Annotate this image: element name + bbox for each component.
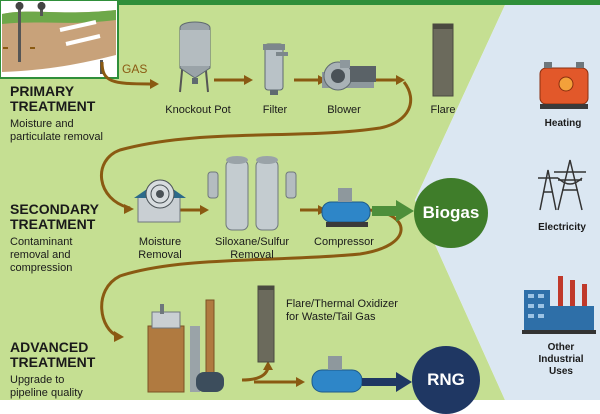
flare-oxidizer-line1: Flare/Thermal Oxidizer — [286, 298, 398, 310]
siloxane-sulfur-vessels-icon — [207, 156, 297, 231]
secondary-desc-line2: removal and — [10, 249, 71, 261]
siloxane-sulfur-label: Siloxane/Sulfur Removal — [200, 236, 304, 262]
thermal-oxidizer-icon — [257, 285, 275, 363]
compressor-label: Compressor — [314, 236, 374, 248]
primary-treatment-desc: Moisture and particulate removal — [10, 118, 103, 144]
blower-label: Blower — [327, 104, 361, 116]
blower-icon — [322, 60, 376, 91]
other-uses-line3: Uses — [549, 366, 573, 377]
heating-label: Heating — [544, 118, 582, 129]
biogas-output-badge: Biogas — [414, 178, 488, 248]
advanced-desc-line1: Upgrade to — [10, 374, 65, 386]
moisture-removal-line2: Removal — [138, 249, 182, 261]
treatment-panel — [0, 5, 505, 400]
flare-oxidizer-label: Flare/Thermal Oxidizer for Waste/Tail Ga… — [286, 298, 426, 324]
secondary-desc-line1: Contaminant — [10, 236, 73, 248]
secondary-title-line1: SECONDARY — [10, 201, 99, 217]
electricity-label: Electricity — [538, 222, 586, 233]
gas-label: GAS — [122, 62, 148, 76]
flare-label: Flare — [430, 104, 456, 116]
advanced-treatment-desc: Upgrade to pipeline quality — [10, 374, 83, 400]
output-arrows — [362, 200, 414, 392]
flare-oxidizer-line2: for Waste/Tail Gas — [286, 311, 376, 323]
filter-label: Filter — [262, 104, 288, 116]
advanced-title-line1: ADVANCED — [10, 339, 89, 355]
siloxane-line2: Removal — [230, 249, 274, 261]
siloxane-line1: Siloxane/Sulfur — [215, 236, 289, 248]
upgrade-system-icon — [147, 299, 224, 393]
boiler-heating-icon — [539, 62, 589, 109]
advanced-desc-line2: pipeline quality — [10, 387, 83, 399]
factory-industrial-icon — [522, 276, 596, 334]
primary-title-line1: PRIMARY — [10, 83, 75, 99]
secondary-treatment-title: SECONDARY TREATMENT — [10, 202, 99, 232]
moisture-removal-line1: Moisture — [138, 236, 182, 248]
header-bar — [0, 0, 600, 5]
flare-stack-icon — [432, 23, 454, 97]
secondary-title-line2: TREATMENT — [10, 216, 96, 232]
other-industrial-uses-label: Other Industrial Uses — [526, 342, 596, 378]
other-uses-line2: Industrial — [538, 354, 584, 365]
moisture-removal-icon — [134, 179, 186, 223]
primary-desc-line2: particulate removal — [10, 131, 103, 143]
primary-treatment-title: PRIMARY TREATMENT — [10, 84, 95, 114]
knockout-pot-label: Knockout Pot — [165, 104, 231, 116]
rng-output-badge: RNG — [412, 346, 480, 414]
advanced-title-line2: TREATMENT — [10, 354, 96, 370]
advanced-treatment-title: ADVANCED TREATMENT — [10, 340, 95, 370]
landfill-icon — [0, 0, 119, 79]
primary-desc-line1: Moisture and — [10, 118, 74, 130]
other-uses-line1: Other — [547, 342, 575, 353]
pipe-arrowheads — [114, 75, 405, 387]
secondary-treatment-desc: Contaminant removal and compression — [10, 236, 72, 275]
secondary-desc-line3: compression — [10, 262, 73, 274]
gas-pipe — [99, 61, 413, 384]
moisture-removal-label: Moisture Removal — [122, 236, 198, 262]
advanced-compressor-icon — [311, 356, 363, 393]
process-diagram — [0, 0, 600, 400]
filter-icon — [263, 43, 288, 95]
compressor-icon — [321, 188, 371, 227]
power-tower-electricity-icon — [538, 159, 586, 211]
primary-title-line2: TREATMENT — [10, 98, 96, 114]
knockout-pot-icon — [179, 21, 211, 93]
